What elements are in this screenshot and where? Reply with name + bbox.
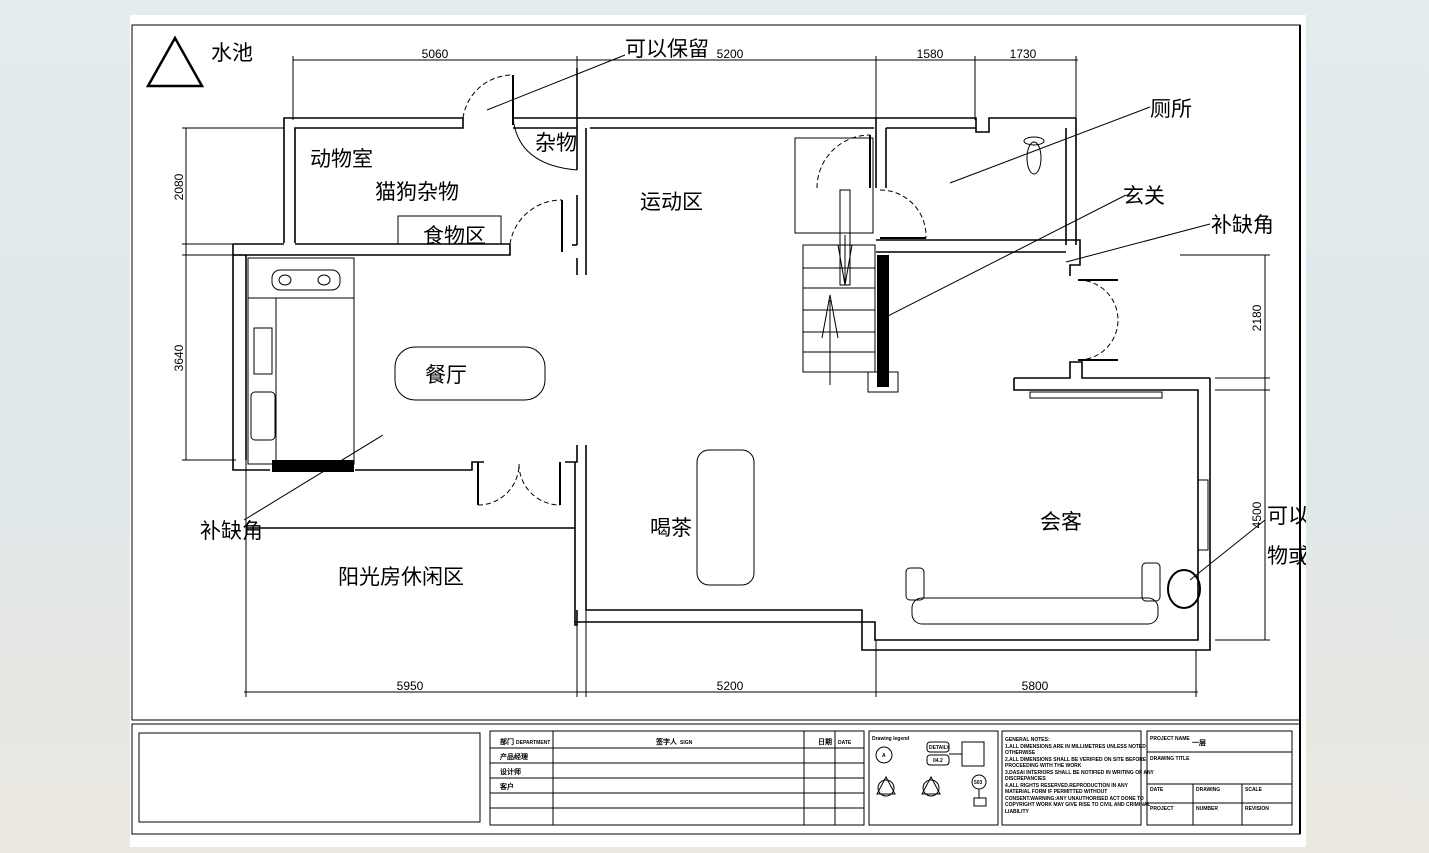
sofa bbox=[905, 562, 1161, 625]
svg-text:PROJECT NAME: PROJECT NAME bbox=[1150, 736, 1190, 742]
label-sport-area: 运动区 bbox=[640, 190, 703, 214]
doors bbox=[462, 74, 1119, 506]
dim-right-2: 4500 bbox=[1250, 501, 1264, 528]
toilet-fixture bbox=[1026, 141, 1042, 175]
elevation-symbol-icon bbox=[876, 775, 896, 795]
svg-text:GENERAL NOTES:: GENERAL NOTES: bbox=[1005, 737, 1050, 743]
label-entrance: 玄关 bbox=[1123, 184, 1165, 208]
label-dining: 餐厅 bbox=[425, 363, 467, 387]
row-designer: 设计师 bbox=[500, 767, 521, 776]
dept-en: DEPARTMENT bbox=[516, 740, 550, 746]
label-fill-corner-left: 补缺角 bbox=[200, 519, 263, 543]
date-en: DATE bbox=[838, 740, 852, 746]
svg-text:DRAWING: DRAWING bbox=[1196, 787, 1220, 793]
label-sunroom: 阳光房休闲区 bbox=[338, 565, 464, 589]
svg-text:REVISION: REVISION bbox=[1245, 806, 1269, 812]
svg-text:OTHERWISE: OTHERWISE bbox=[1005, 750, 1036, 756]
dim-top-1: 5060 bbox=[422, 47, 449, 61]
svg-text:DISCREPANCIES: DISCREPANCIES bbox=[1005, 776, 1046, 782]
svg-text:DETAILY: DETAILY bbox=[929, 745, 950, 751]
legend-title: Drawing legend bbox=[872, 736, 909, 742]
dim-right-1: 2180 bbox=[1250, 304, 1264, 331]
project-info: PROJECT NAME 一层 DRAWING TITLE DATE DRAWI… bbox=[1146, 730, 1293, 826]
dimension-left: 2080 3640 bbox=[172, 127, 284, 461]
legend-box: Drawing legend A DETAILY 04.2 503 bbox=[868, 730, 999, 826]
staircase bbox=[794, 137, 899, 393]
detail-box-icon bbox=[961, 741, 985, 767]
signer-en: SIGN bbox=[680, 740, 693, 746]
dim-bottom-2: 5200 bbox=[717, 679, 744, 693]
title-block-frame bbox=[131, 723, 1301, 835]
elevation-symbol-icon-2 bbox=[921, 775, 941, 795]
dim-bottom-1: 5950 bbox=[397, 679, 424, 693]
dim-left-1: 2080 bbox=[172, 173, 186, 200]
tea-table bbox=[696, 449, 755, 586]
window bbox=[1197, 479, 1209, 551]
logo-box bbox=[138, 732, 481, 823]
dim-bottom-3: 5800 bbox=[1022, 679, 1049, 693]
label-mascot-1: 可以摆放吉祥 bbox=[1267, 504, 1306, 528]
svg-text:4.ALL RIGHTS RESERVED.REPRODUC: 4.ALL RIGHTS RESERVED.REPRODUCTION IN AN… bbox=[1005, 783, 1129, 789]
svg-text:MATERIAL FORM IF PERMITTED WIT: MATERIAL FORM IF PERMITTED WITHOUT bbox=[1005, 789, 1107, 795]
svg-text:SCALE: SCALE bbox=[1245, 787, 1263, 793]
kitchen-counter bbox=[247, 257, 355, 472]
svg-text:503: 503 bbox=[974, 780, 983, 786]
label-mascot-2: 物或花树 bbox=[1267, 544, 1306, 568]
triangle-icon bbox=[145, 35, 205, 88]
dining-table bbox=[394, 346, 546, 401]
drawing-frame bbox=[131, 24, 1301, 721]
svg-text:PROCEEDING WITH THE WORK: PROCEEDING WITH THE WORK bbox=[1005, 763, 1082, 769]
dimension-top: 5060 5200 1580 1730 bbox=[292, 47, 1078, 120]
svg-text:PROJECT: PROJECT bbox=[1150, 806, 1174, 812]
floor-plan: 水池 5060 5200 1580 1730 2080 3640 2180 45… bbox=[131, 24, 1306, 835]
label-animal-room: 动物室 bbox=[310, 147, 373, 171]
svg-text:2.ALL DIMENSIONS SHALL BE VERI: 2.ALL DIMENSIONS SHALL BE VERIFIED ON SI… bbox=[1005, 757, 1147, 763]
label-keep: 可以保留 bbox=[625, 37, 709, 61]
svg-text:COPYRIGHT WORK MAY GIVE RISE T: COPYRIGHT WORK MAY GIVE RISE TO CIVIL AN… bbox=[1005, 802, 1150, 808]
section-symbol-icon bbox=[875, 746, 893, 764]
label-sundries: 杂物 bbox=[535, 131, 577, 155]
date-cn: 日期 bbox=[818, 737, 832, 746]
dimension-right: 2180 4500 bbox=[1180, 254, 1270, 641]
svg-text:A: A bbox=[882, 753, 886, 759]
row-pm: 产品经理 bbox=[500, 752, 528, 761]
dept-cn: 部门 bbox=[500, 737, 514, 746]
svg-text:1.ALL DIMENSIONS ARE IN MILLIM: 1.ALL DIMENSIONS ARE IN MILLIMETRES UNLE… bbox=[1005, 744, 1146, 750]
label-food-area: 食物区 bbox=[423, 224, 486, 248]
svg-text:CONSENT.WARNING:ANY UNAUTHORIS: CONSENT.WARNING:ANY UNAUTHORISED ACT DON… bbox=[1005, 796, 1144, 802]
label-reception: 会客 bbox=[1040, 510, 1082, 534]
label-pool: 水池 bbox=[211, 41, 253, 65]
plant-circle-icon bbox=[1167, 569, 1201, 609]
walls bbox=[232, 68, 1211, 668]
dim-top-3: 1580 bbox=[917, 47, 944, 61]
sign-table: 部门 DEPARTMENT 签字人 SIGN 日期 DATE 产品经理 设计师 … bbox=[489, 730, 865, 826]
general-notes: GENERAL NOTES: 1.ALL DIMENSIONS ARE IN M… bbox=[1001, 730, 1155, 826]
dim-top-4: 1730 bbox=[1010, 47, 1037, 61]
shelf bbox=[1029, 391, 1163, 399]
label-tea: 喝茶 bbox=[650, 516, 692, 540]
svg-text:LIABILITY: LIABILITY bbox=[1005, 809, 1030, 815]
label-pet-sundries: 猫狗杂物 bbox=[375, 180, 459, 204]
leader-lines bbox=[243, 54, 1266, 581]
signer-cn: 签字人 bbox=[655, 737, 678, 746]
food-cabinet bbox=[397, 215, 502, 245]
project-name-value: 一层 bbox=[1192, 738, 1206, 747]
dimension-bottom: 5950 5200 5800 bbox=[244, 528, 1198, 697]
dim-top-2: 5200 bbox=[717, 47, 744, 61]
svg-text:3.DASAI INTERIORS SHALL BE NOT: 3.DASAI INTERIORS SHALL BE NOTIFIED IN W… bbox=[1005, 770, 1155, 776]
svg-text:NUMBER: NUMBER bbox=[1196, 806, 1218, 812]
label-toilet: 厕所 bbox=[1150, 97, 1192, 121]
svg-text:DATE: DATE bbox=[1150, 787, 1164, 793]
svg-text:04.2: 04.2 bbox=[933, 758, 943, 764]
drawing-sheet: 水池 5060 5200 1580 1730 2080 3640 2180 45… bbox=[130, 15, 1306, 847]
svg-text:DRAWING TITLE: DRAWING TITLE bbox=[1150, 756, 1190, 762]
row-client: 客户 bbox=[499, 782, 514, 791]
label-fill-corner-right: 补缺角 bbox=[1211, 213, 1274, 237]
dim-left-2: 3640 bbox=[172, 344, 186, 371]
